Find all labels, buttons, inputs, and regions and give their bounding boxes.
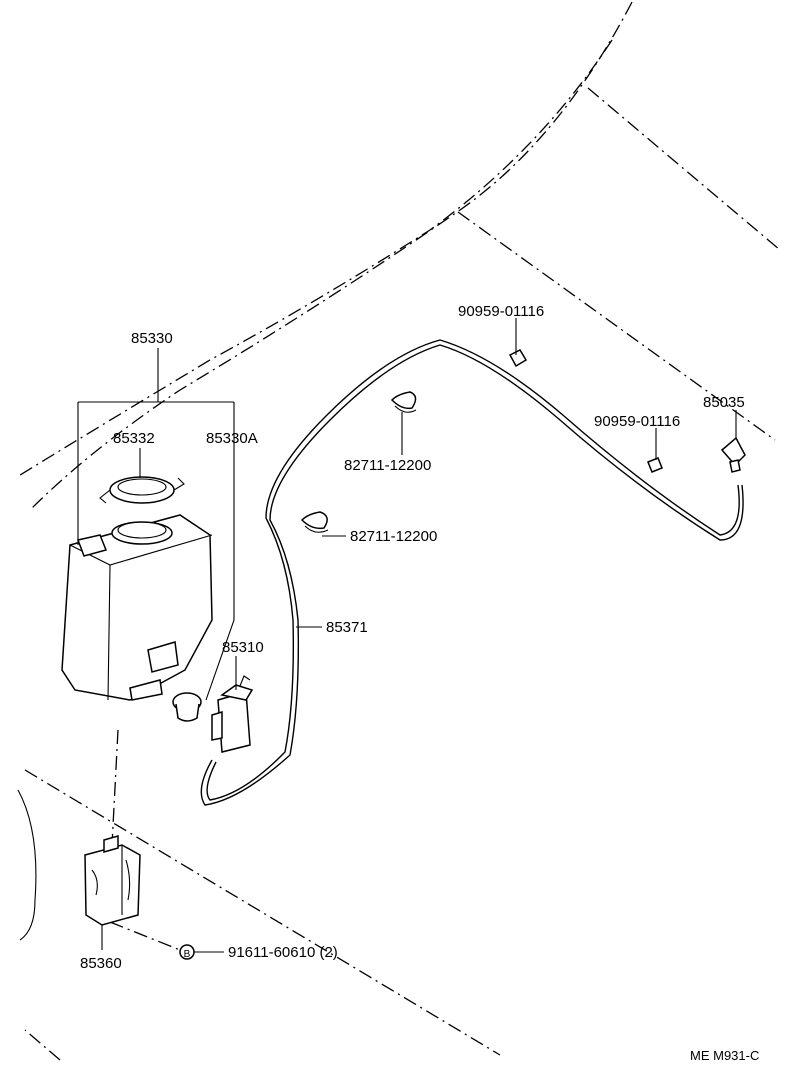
washer-nozzle-85035 [720,436,746,473]
washer-tank-85330 [61,514,213,701]
reference-code: ME M931-C [690,1048,759,1063]
label-85371: 85371 [326,619,368,636]
label-85360: 85360 [80,955,122,972]
leader-lines [77,318,737,953]
label-90959-b: 90959-01116 [594,413,680,430]
label-90959-a: 90959-01116 [458,303,544,320]
bolt-marker: B [179,944,195,960]
clip-90959-b [647,457,663,473]
bolt-marker-letter: B [184,949,191,960]
body-outline [17,1,781,1061]
label-91611: 91611-60610 (2) [228,944,338,961]
label-85310: 85310 [222,639,264,656]
bracket-85360 [84,835,141,926]
hose-clamp-82711-a [390,391,417,413]
label-85330: 85330 [131,330,173,347]
label-82711-b: 82711-12200 [350,528,437,545]
washer-hose-85371 [200,339,744,806]
label-85035: 85035 [703,394,745,411]
grommet-85330A [172,692,202,722]
label-85330A: 85330A [206,430,258,447]
clip-90959-a [508,349,528,368]
label-82711-a: 82711-12200 [344,457,431,474]
label-85332: 85332 [113,430,155,447]
washer-pump-85310 [211,675,254,753]
hose-clamp-82711-b [300,511,329,533]
tank-cap-85332 [99,476,185,504]
